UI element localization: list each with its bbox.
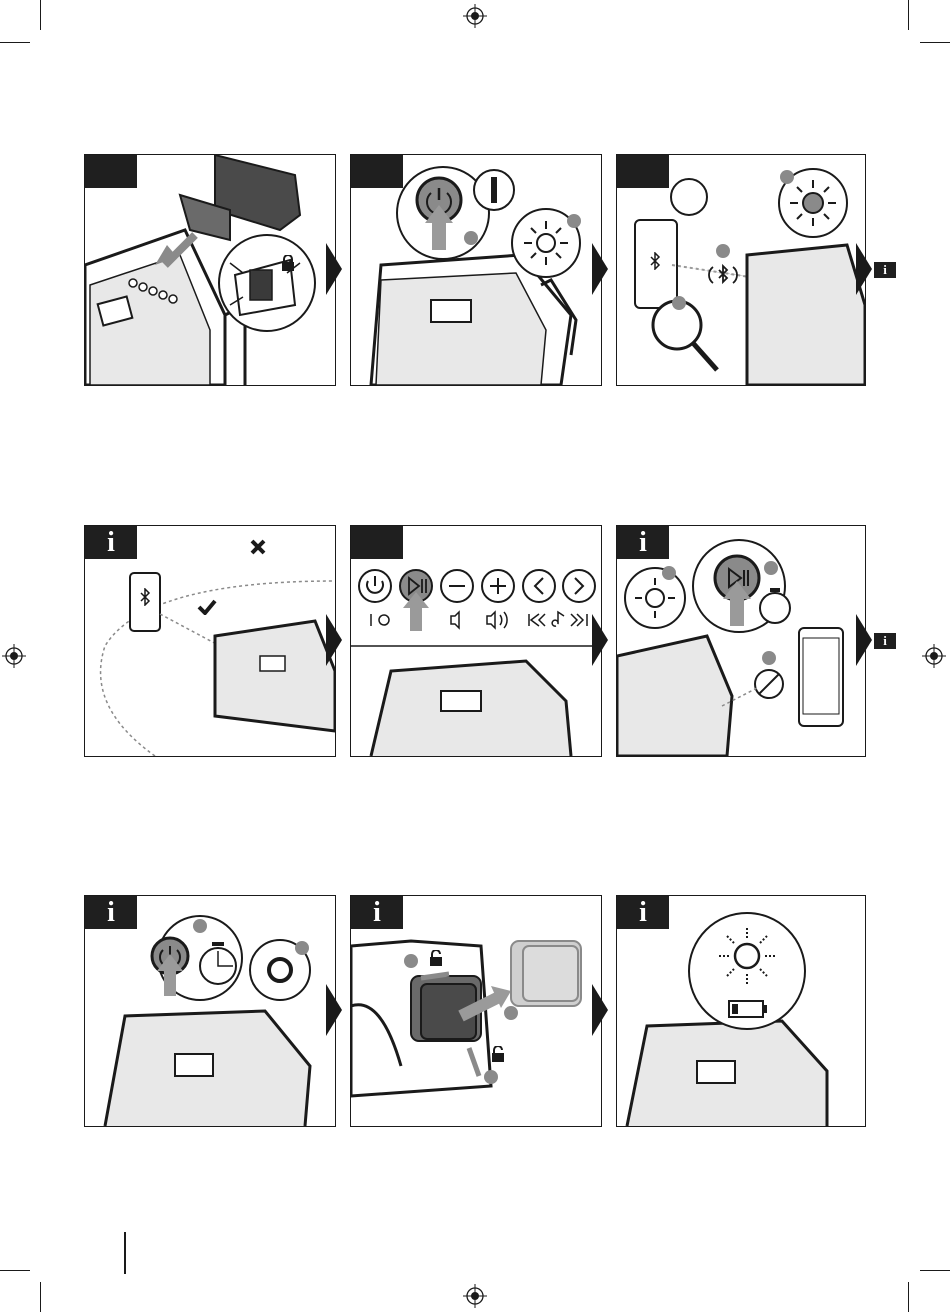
- bluetooth-signal-icon: [703, 263, 743, 287]
- crop-mark: [908, 0, 909, 30]
- bluetooth-icon: [139, 588, 151, 606]
- lock-icon: [429, 950, 443, 966]
- next-step-arrow: [326, 614, 342, 666]
- registration-mark-right: [922, 644, 946, 668]
- crop-mark: [920, 42, 950, 43]
- crop-mark: [0, 42, 30, 43]
- speaker-battery-illustration: [85, 155, 335, 385]
- bluetooth-range-illustration: [85, 526, 335, 756]
- next-step-arrow: [592, 614, 608, 666]
- next-step-arrow: [592, 243, 608, 295]
- power-off-illustration: [85, 896, 335, 1126]
- previous-track-icon: [523, 570, 555, 602]
- crop-mark: [920, 1270, 950, 1271]
- registration-mark-left: [2, 644, 26, 668]
- lock-icon: [281, 255, 295, 271]
- info-marker: i: [874, 262, 896, 278]
- panel-step-3: [616, 154, 866, 386]
- play-pause-illustration: [617, 526, 865, 756]
- panel-info-4: i: [350, 895, 602, 1127]
- speaker-power-illustration: [351, 155, 601, 385]
- crop-mark: [40, 1282, 41, 1312]
- panel-info-1: i: [84, 525, 336, 757]
- info-marker: i: [874, 633, 896, 649]
- next-step-arrow: [326, 984, 342, 1036]
- control-panel-illustration: [351, 526, 601, 756]
- next-step-arrow: [592, 984, 608, 1036]
- lock-icon: [491, 1046, 505, 1062]
- panel-info-2: i: [616, 525, 866, 757]
- battery-removal-illustration: [351, 896, 601, 1126]
- registration-mark-bottom: [463, 1284, 487, 1308]
- check-icon: [197, 599, 217, 615]
- registration-mark-top: [463, 4, 487, 28]
- close-icon: [250, 539, 266, 555]
- next-step-arrow: [856, 243, 872, 295]
- low-battery-illustration: [617, 896, 865, 1126]
- crop-mark: [908, 1282, 909, 1312]
- next-track-icon: [563, 570, 595, 602]
- page-number-bar: [124, 1232, 126, 1274]
- bluetooth-icon: [649, 252, 661, 270]
- panel-info-3: i: [84, 895, 336, 1127]
- panel-step-5: [350, 525, 602, 757]
- crop-mark: [40, 0, 41, 30]
- next-step-arrow: [326, 243, 342, 295]
- next-step-arrow: [856, 614, 872, 666]
- panel-step-1: [84, 154, 336, 386]
- panel-step-2: [350, 154, 602, 386]
- crop-mark: [0, 1270, 30, 1271]
- panel-info-5: i: [616, 895, 866, 1127]
